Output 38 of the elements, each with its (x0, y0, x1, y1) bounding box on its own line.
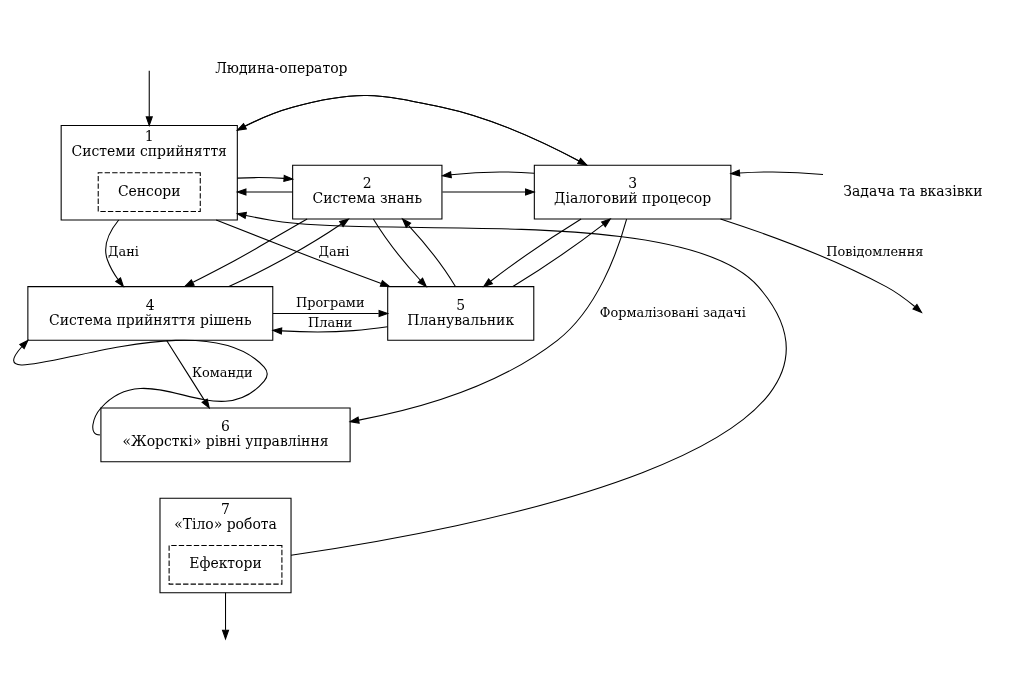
arrow (719, 218, 923, 314)
arrow (270, 326, 388, 335)
arrow (235, 188, 293, 196)
arrow (372, 218, 427, 288)
node-box: Сенсори (97, 172, 201, 212)
arrow (728, 169, 824, 177)
label: Людина-оператор (214, 60, 348, 77)
node-box: 5 Планувальник (386, 286, 534, 341)
node-box: 2 Система знань (291, 164, 442, 220)
arrow (400, 217, 456, 288)
node-box: 4 Система прийняття рішень (26, 286, 273, 341)
edge-label: Плани (307, 315, 352, 330)
arrow (215, 219, 391, 288)
node-box: 3 Діалоговий процесор (533, 164, 731, 220)
edge-label: Дані (107, 244, 139, 260)
arrow (348, 218, 627, 424)
edge-label: Формалізовані задачі (599, 304, 746, 320)
arrow (221, 592, 229, 641)
arrow (511, 218, 611, 288)
arrow (183, 218, 308, 288)
arrow (441, 188, 536, 196)
arrow (145, 70, 153, 128)
node-text: Задача та вказівки (842, 182, 983, 199)
edge-label: Програми (295, 294, 364, 310)
arrow (104, 219, 124, 288)
arrow (481, 218, 582, 288)
arrow (236, 174, 294, 183)
edge-label: Дані (318, 244, 349, 260)
arrow (165, 339, 210, 410)
arrow (235, 211, 785, 556)
edge-label: Повідомлення (825, 244, 923, 260)
node-box: 6 «Жорсткі» рівні управління (99, 407, 351, 463)
arrow (12, 339, 268, 436)
node-box: Ефектори (168, 544, 282, 585)
edge-label: Команди (191, 365, 253, 381)
arrow (272, 309, 389, 318)
arrow (440, 170, 535, 179)
arrow (227, 218, 350, 288)
